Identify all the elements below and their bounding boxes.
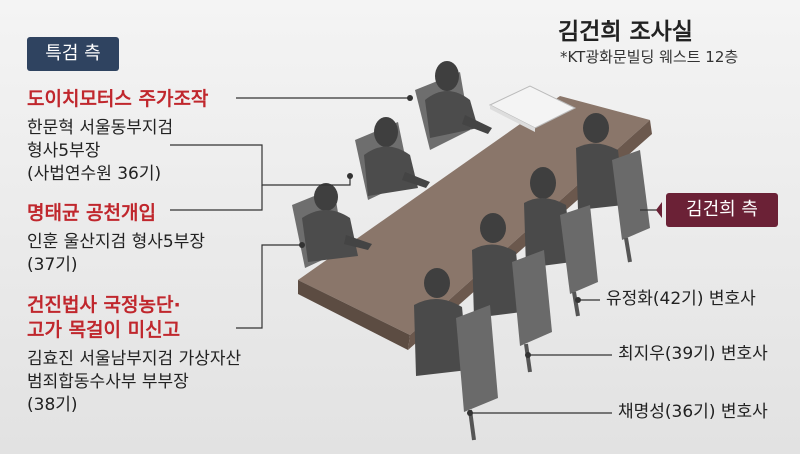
defense-figure-3 bbox=[414, 268, 498, 441]
prosecutor-3-line-2: 범죄합동수사부 부부장 bbox=[27, 372, 189, 392]
prosecutor-2-line-2: (37기) bbox=[27, 255, 78, 275]
prosecutor-1-line-1: 한문혁 서울동부지검 bbox=[27, 118, 174, 138]
document-stack-icon bbox=[488, 85, 577, 132]
defense-figure-2 bbox=[472, 213, 552, 373]
defense-lawyer-3: 채명성(36기) 변호사 bbox=[618, 402, 768, 422]
case-label-3-line-1: 건진법사 국정농단· bbox=[27, 294, 181, 316]
case-label-3-line-2: 고가 목걸이 미신고 bbox=[27, 319, 181, 341]
prosecutor-figure-3 bbox=[292, 183, 372, 268]
room-location: *KT광화문빌딩 웨스트 12층 bbox=[560, 48, 739, 66]
leader-lines bbox=[170, 97, 662, 414]
defense-lawyer-2: 최지우(39기) 변호사 bbox=[618, 344, 768, 364]
defense-figure-kim bbox=[576, 113, 650, 263]
prosecutor-figure-1 bbox=[415, 61, 492, 150]
prosecutor-2-line-1: 인훈 울산지검 형사5부장 bbox=[27, 232, 206, 252]
prosecutor-3-line-3: (38기) bbox=[27, 395, 78, 415]
prosecution-badge: 특검 측 bbox=[27, 37, 119, 71]
prosecutor-figure-2 bbox=[355, 117, 430, 200]
defense-lawyer-1: 유정화(42기) 변호사 bbox=[606, 289, 756, 309]
case-label-1: 도이치모터스 주가조작 bbox=[27, 88, 209, 110]
defense-badge: 김건희 측 bbox=[666, 193, 778, 227]
defense-badge-pointer bbox=[656, 202, 662, 218]
prosecutor-1-line-2: 형사5부장 bbox=[27, 141, 101, 161]
defense-figure-1 bbox=[524, 167, 598, 317]
room-title: 김건희 조사실 bbox=[558, 19, 693, 45]
prosecutor-1-line-3: (사법연수원 36기) bbox=[27, 164, 162, 184]
case-label-2: 명태균 공천개입 bbox=[27, 202, 156, 224]
prosecutor-3-line-1: 김효진 서울남부지검 가상자산 bbox=[27, 349, 242, 369]
leader-dots bbox=[299, 95, 581, 416]
